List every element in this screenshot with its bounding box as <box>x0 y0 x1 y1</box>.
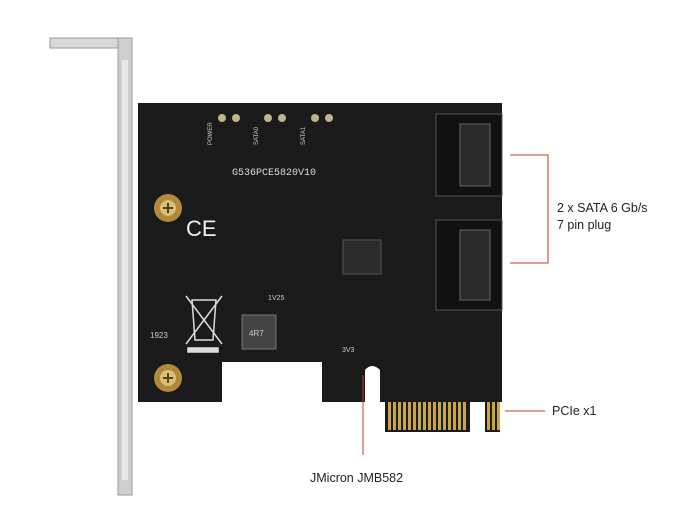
inductor-marking: 4R7 <box>249 329 264 338</box>
sata-connector-0 <box>435 113 503 197</box>
date-code: 1923 <box>150 331 168 340</box>
callout-lines <box>362 154 549 455</box>
mounting-bracket <box>49 37 133 496</box>
gold-finger <box>408 402 411 430</box>
callout-sata-line2: 7 pin plug <box>557 218 612 232</box>
sata-connector-1 <box>435 219 503 311</box>
test-point-3v3: 3V3 <box>342 347 355 354</box>
callout-pcie: PCIe x1 <box>552 404 597 418</box>
gold-finger <box>433 402 436 430</box>
inductor <box>241 314 277 350</box>
gold-finger <box>487 402 490 430</box>
gold-finger <box>388 402 391 430</box>
gold-finger <box>492 402 495 430</box>
test-point-1v25: 1V25 <box>268 295 284 302</box>
gold-finger <box>398 402 401 430</box>
gold-finger <box>463 402 466 430</box>
callout-chip: JMicron JMB582 <box>310 471 404 485</box>
callout-sata: 2 x SATA 6 Gb/s 7 pin plug <box>557 200 648 234</box>
status-leds <box>218 114 333 122</box>
gold-finger <box>497 402 500 430</box>
jmb582-chip <box>342 239 382 275</box>
gold-finger <box>448 402 451 430</box>
led-label-sata0: SATA0 <box>254 126 260 145</box>
screw-icon <box>154 194 182 222</box>
gold-finger <box>443 402 446 430</box>
screw-icon <box>154 364 182 392</box>
led-label-power: POWER <box>208 122 214 145</box>
gold-finger <box>413 402 416 430</box>
gold-finger <box>423 402 426 430</box>
gold-finger <box>438 402 441 430</box>
weee-bin-icon <box>185 295 223 353</box>
pcb-board <box>138 103 502 432</box>
pcie-gold-fingers <box>388 402 500 430</box>
gold-finger <box>418 402 421 430</box>
ce-mark: CE <box>186 216 217 241</box>
led-label-sata1: SATA1 <box>301 126 307 145</box>
gold-finger <box>403 402 406 430</box>
gold-finger <box>428 402 431 430</box>
callout-sata-line1: 2 x SATA 6 Gb/s <box>557 201 648 215</box>
gold-finger <box>453 402 456 430</box>
board-marking: G536PCE5820V10 <box>232 168 316 179</box>
gold-finger <box>458 402 461 430</box>
gold-finger <box>393 402 396 430</box>
